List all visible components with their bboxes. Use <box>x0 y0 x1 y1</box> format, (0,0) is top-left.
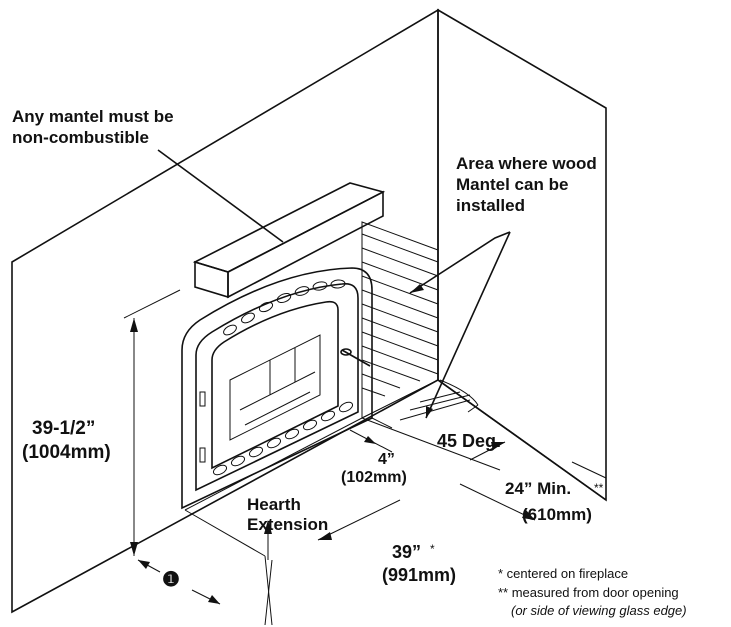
ornament-bottom <box>212 401 354 476</box>
callout-dimension <box>137 559 221 605</box>
hearth-centerline <box>264 520 273 626</box>
mantel-leader <box>157 149 284 243</box>
footnote-viewing: (or side of viewing glass edge) <box>511 603 687 618</box>
callout-number: ❶ <box>162 569 180 591</box>
width-imperial: 39” <box>392 542 421 562</box>
wood-area-line2: Mantel can be <box>456 175 568 194</box>
side-dimension <box>349 417 393 453</box>
side-metric: (102mm) <box>341 469 407 486</box>
mantel-top <box>192 182 386 273</box>
width-mark: * <box>430 542 435 556</box>
footnote-centered: * centered on fireplace <box>498 566 628 581</box>
door-handle <box>340 348 371 367</box>
hearth-floor <box>184 379 501 557</box>
wood-area-outline <box>361 221 439 419</box>
wood-area-line1: Area where wood <box>456 154 597 173</box>
left-wall <box>11 8 439 614</box>
wood-area-line3: installed <box>456 196 525 215</box>
fireplace-door-outline <box>195 282 359 492</box>
mantel-front <box>194 260 229 299</box>
fireplace-insert <box>181 267 373 510</box>
width-dimension <box>317 441 506 541</box>
floor-corner-edge <box>437 379 607 501</box>
width-metric: (991mm) <box>382 565 456 585</box>
wood-area-leaders <box>409 231 511 419</box>
hearth-line1: Hearth <box>247 495 301 514</box>
angle-marker <box>439 379 479 413</box>
side-imperial: 4” <box>378 451 395 468</box>
depth-mark: ** <box>594 481 604 495</box>
height-metric: (1004mm) <box>22 442 111 463</box>
hinge-bottom <box>199 447 206 463</box>
hinge-top <box>199 391 206 407</box>
depth-imperial: 24” Min. <box>505 479 571 498</box>
mantel-note-line2: non-combustible <box>12 128 149 147</box>
angle-label: 45 Deg. <box>437 431 501 451</box>
mantel-note-line1: Any mantel must be <box>12 107 174 126</box>
footnote-measured: ** measured from door opening <box>498 585 679 600</box>
firebox-interior <box>229 334 321 441</box>
fireplace-frame <box>181 267 373 510</box>
right-wall <box>437 8 607 502</box>
ornament-top <box>223 279 346 336</box>
hearth-line2: Extension <box>247 515 328 534</box>
height-dimension <box>123 289 181 556</box>
viewing-glass <box>211 300 339 470</box>
mantel <box>192 182 386 299</box>
mantel-side <box>227 190 384 299</box>
depth-metric: (610mm) <box>522 505 592 524</box>
wood-mantel-area <box>361 221 439 419</box>
height-imperial: 39-1/2” <box>32 418 95 439</box>
depth-dimension <box>459 461 607 521</box>
